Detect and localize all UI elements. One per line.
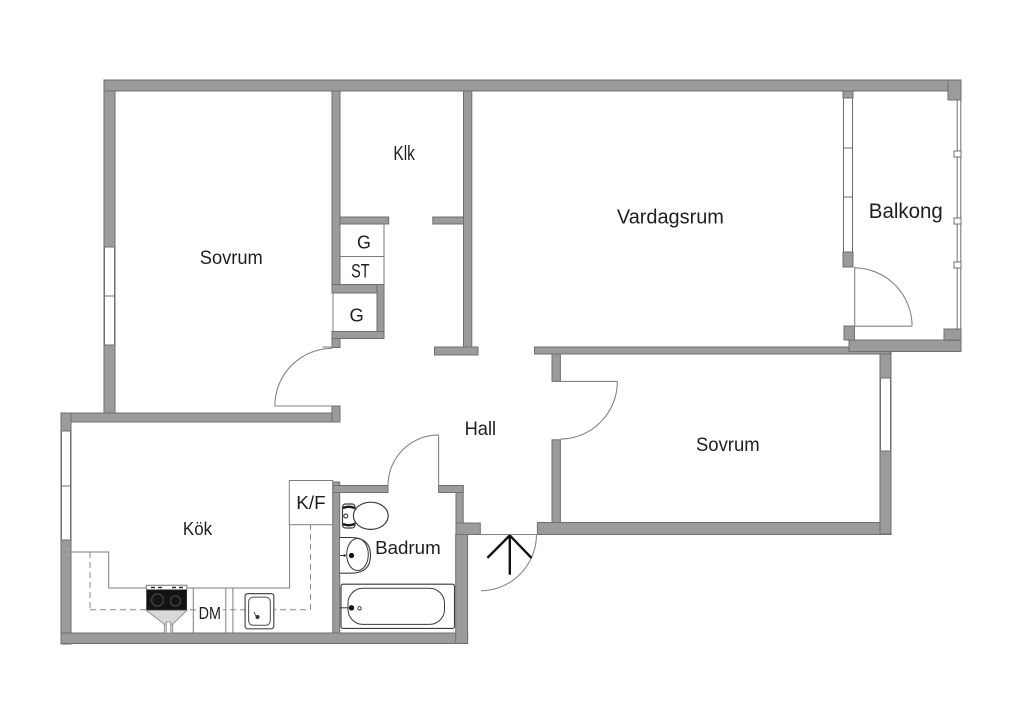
svg-text:G: G — [357, 232, 371, 253]
svg-text:ST: ST — [351, 261, 370, 282]
svg-text:Sovrum: Sovrum — [200, 248, 263, 269]
svg-text:Kök: Kök — [183, 519, 213, 539]
svg-text:Klk: Klk — [393, 143, 415, 165]
svg-text:Badrum: Badrum — [375, 537, 441, 558]
svg-text:Hall: Hall — [465, 418, 497, 440]
svg-text:K/F: K/F — [296, 493, 325, 513]
svg-text:Vardagsrum: Vardagsrum — [617, 205, 724, 228]
svg-text:Sovrum: Sovrum — [696, 435, 760, 456]
svg-text:DM: DM — [199, 603, 221, 623]
svg-text:Balkong: Balkong — [869, 200, 943, 223]
svg-text:G: G — [350, 305, 364, 326]
